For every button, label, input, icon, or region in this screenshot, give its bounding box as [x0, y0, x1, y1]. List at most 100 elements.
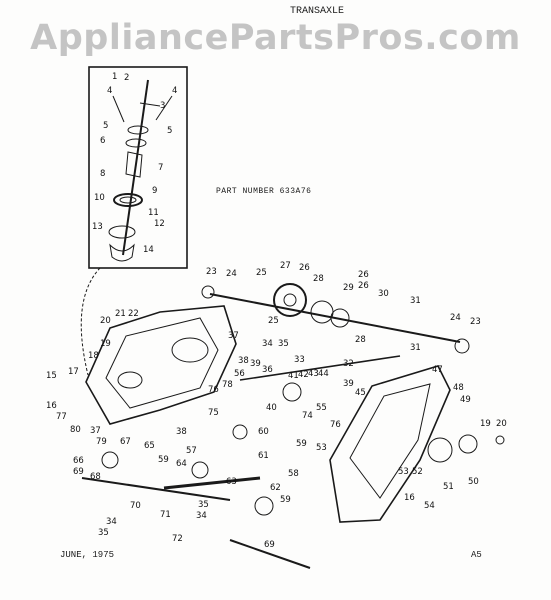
callout-19b: 19 — [480, 419, 491, 429]
callout-70: 70 — [130, 501, 141, 511]
callout-10: 10 — [94, 193, 105, 203]
callout-52: 52 — [412, 467, 423, 477]
callout-18: 18 — [88, 351, 99, 361]
callout-12: 12 — [154, 219, 165, 229]
callout-25a: 25 — [256, 268, 267, 278]
callout-78: 78 — [222, 380, 233, 390]
left-housing — [85, 305, 237, 425]
callout-26a: 26 — [299, 263, 310, 273]
callout-53r: 53 — [398, 467, 409, 477]
callout-33: 33 — [294, 355, 305, 365]
callout-44: 44 — [318, 369, 329, 379]
callout-34b: 34 — [196, 511, 207, 521]
callout-9: 9 — [152, 186, 157, 196]
callout-21: 21 — [115, 309, 126, 319]
callout-15: 15 — [46, 371, 57, 381]
middle-shaft — [239, 355, 401, 381]
callout-45: 45 — [355, 388, 366, 398]
footer-page-code: A5 — [471, 550, 482, 560]
callout-20b: 20 — [496, 419, 507, 429]
callout-43: 43 — [308, 369, 319, 379]
callout-35a: 35 — [278, 339, 289, 349]
callout-4b: 4 — [172, 86, 177, 96]
callout-4a: 4 — [107, 86, 112, 96]
callout-59c: 59 — [280, 495, 291, 505]
callout-11: 11 — [148, 208, 159, 218]
callout-40: 40 — [266, 403, 277, 413]
callout-59a: 59 — [296, 439, 307, 449]
callout-53: 53 — [316, 443, 327, 453]
callout-71: 71 — [160, 510, 171, 520]
callout-34a: 34 — [262, 339, 273, 349]
diagram-header-title: TRANSAXLE — [290, 6, 345, 17]
callout-23a: 23 — [206, 267, 217, 277]
callout-39b: 39 — [343, 379, 354, 389]
callout-26b: 26 — [358, 270, 369, 280]
callout-76a: 76 — [208, 385, 219, 395]
callout-23b: 23 — [470, 317, 481, 327]
callout-62: 62 — [270, 483, 281, 493]
upper-shaft — [209, 293, 461, 343]
watermark-text: AppliancePartsPros.com — [30, 18, 521, 58]
callout-55: 55 — [316, 403, 327, 413]
callout-27: 27 — [280, 261, 291, 271]
callout-31b: 31 — [410, 343, 421, 353]
callout-74: 74 — [302, 411, 313, 421]
callout-38a: 38 — [238, 356, 249, 366]
callout-5a: 5 — [103, 121, 108, 131]
callout-77: 77 — [56, 412, 67, 422]
callout-64: 64 — [176, 459, 187, 469]
callout-42: 42 — [298, 370, 309, 380]
callout-80: 80 — [70, 425, 81, 435]
callout-2: 2 — [124, 73, 129, 83]
callout-68: 68 — [90, 472, 101, 482]
callout-35c: 35 — [98, 528, 109, 538]
callout-17: 17 — [68, 367, 79, 377]
callout-79: 79 — [96, 437, 107, 447]
callout-61: 61 — [258, 451, 269, 461]
callout-60: 60 — [258, 427, 269, 437]
callout-41: 41 — [288, 371, 299, 381]
callout-39a: 39 — [250, 359, 261, 369]
callout-16a: 16 — [46, 401, 57, 411]
callout-34c: 34 — [106, 517, 117, 527]
callout-38b: 38 — [176, 427, 187, 437]
callout-72: 72 — [172, 534, 183, 544]
callout-6: 6 — [100, 136, 105, 146]
callout-14: 14 — [143, 245, 154, 255]
callout-50: 50 — [468, 477, 479, 487]
callout-49: 49 — [460, 395, 471, 405]
callout-75: 75 — [208, 408, 219, 418]
callout-3: 3 — [160, 101, 165, 111]
callout-37b: 37 — [90, 426, 101, 436]
callout-22: 22 — [128, 309, 139, 319]
callout-32: 32 — [343, 359, 354, 369]
callout-69b: 69 — [264, 540, 275, 550]
callout-59b: 59 — [158, 455, 169, 465]
callout-16b: 16 — [404, 493, 415, 503]
callout-76b: 76 — [330, 420, 341, 430]
callout-65: 65 — [144, 441, 155, 451]
callout-48: 48 — [453, 383, 464, 393]
callout-63: 63 — [226, 477, 237, 487]
callout-8: 8 — [100, 169, 105, 179]
callout-30: 30 — [378, 289, 389, 299]
callout-54: 54 — [424, 501, 435, 511]
callout-24b: 24 — [450, 313, 461, 323]
callout-31a: 31 — [410, 296, 421, 306]
callout-28b: 28 — [355, 335, 366, 345]
callout-13: 13 — [92, 222, 103, 232]
callout-37a: 37 — [228, 331, 239, 341]
callout-56: 56 — [234, 369, 245, 379]
callout-20a: 20 — [100, 316, 111, 326]
axle-shaft — [163, 476, 261, 490]
callout-58: 58 — [288, 469, 299, 479]
callout-35b: 35 — [198, 500, 209, 510]
sprocket-gear — [273, 283, 307, 317]
callout-47: 47 — [432, 365, 443, 375]
callout-69a: 69 — [73, 467, 84, 477]
callout-36: 36 — [262, 365, 273, 375]
callout-67: 67 — [120, 437, 131, 447]
